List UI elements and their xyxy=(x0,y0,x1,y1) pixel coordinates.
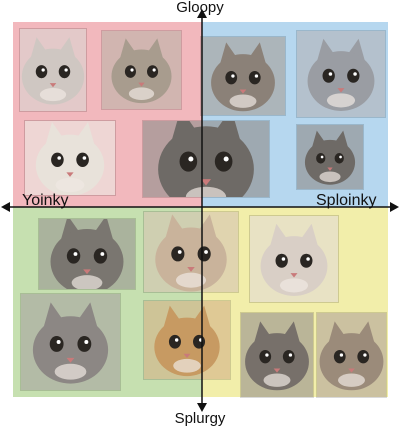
cat-photo-gray-closeup xyxy=(19,28,87,112)
arrow-left-icon xyxy=(1,202,10,212)
axis-label-bottom: Splurgy xyxy=(174,410,226,427)
cat-photo-fisheye-tabby-right xyxy=(316,312,387,398)
cat-photo-white-peering xyxy=(101,30,182,110)
cat-photo-gray-white-tilted xyxy=(296,30,386,118)
axis-label-left: Yoinky xyxy=(22,192,69,209)
cat-photo-orange-chin xyxy=(143,300,231,380)
cat-photo-white-ginger-nose xyxy=(249,215,339,303)
axis-label-top: Gloopy xyxy=(176,0,224,16)
cat-photo-tabby-outdoor-street xyxy=(142,120,270,198)
cat-photo-tabby-outdoor-street xyxy=(296,124,364,190)
cat-photo-gray-white-mouth-open xyxy=(20,293,121,391)
arrow-right-icon xyxy=(390,202,399,212)
cat-photo-fisheye-gray xyxy=(38,218,136,290)
cat-photo-tabby-staring xyxy=(200,36,286,116)
cat-photo-white-with-lamp xyxy=(24,120,116,196)
cat-photo-orange-white-looking-up xyxy=(143,211,239,293)
cat-photo-fisheye-tabby-left xyxy=(240,312,314,398)
axis-label-right: Sploinky xyxy=(316,192,377,209)
